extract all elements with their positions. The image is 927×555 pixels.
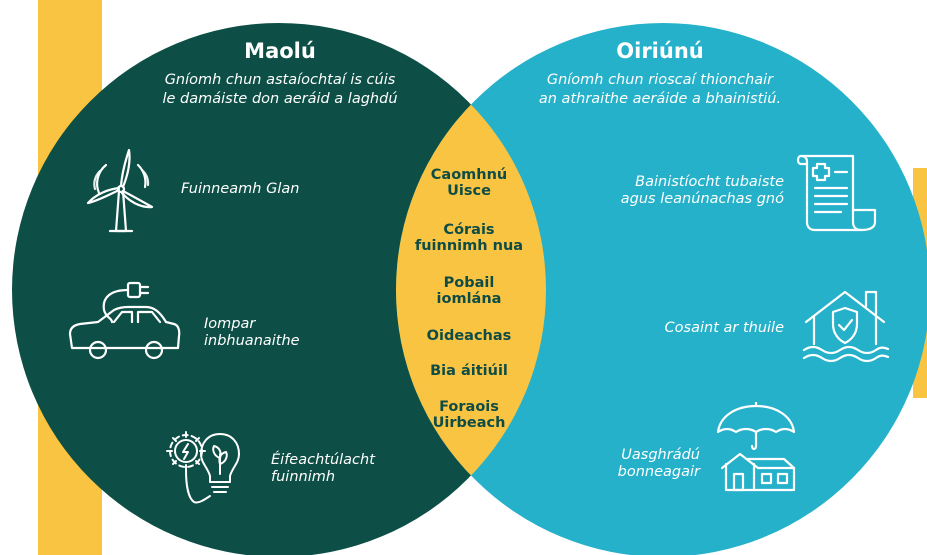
overlap-item-energy-systems: Córais fuinnimh nua [404, 222, 534, 254]
wind-turbine-icon [86, 148, 154, 233]
label-infrastructure-upgrade-line2: bonneagair [617, 463, 700, 480]
label-flood-protection: Cosaint ar thuile [664, 320, 784, 336]
energy-efficiency-icon [166, 431, 240, 504]
overlap-item-water: Caomhnú Uisce [404, 167, 534, 199]
overlap-item-education: Oideachas [426, 328, 512, 344]
document-plan-icon [796, 154, 877, 232]
label-sustainable-transport-line2: inbhuanaithe [204, 332, 300, 349]
overlap-item-urban-forest: Foraois Uirbeach [404, 399, 534, 431]
overlap-item-energy-systems-line1: Córais [443, 222, 495, 238]
label-energy-efficiency-line1: Éifeachtúlacht [271, 452, 375, 468]
label-clean-energy: Fuinneamh Glan [181, 181, 300, 197]
adaptation-title: Oiriúnú [616, 39, 704, 63]
right-circle [396, 23, 927, 555]
label-disaster-management-line1: Bainistíocht tubaiste [635, 174, 784, 190]
mitigation-subtitle-line1: Gníomh chun astaíochtaí is cúis [164, 72, 396, 88]
overlap-item-water-line2: Uisce [447, 183, 491, 200]
adaptation-subtitle: Gníomh chun rioscaí thionchair an athrai… [490, 71, 830, 109]
label-energy-efficiency-line2: fuinnimh [271, 468, 336, 485]
electric-car-icon [68, 281, 181, 360]
infrastructure-umbrella-icon [716, 402, 796, 492]
label-disaster-management-line2: agus leanúnachas gnó [620, 190, 784, 207]
overlap-item-energy-systems-line2: fuinnimh nua [414, 238, 524, 255]
overlap-item-urban-forest-line1: Foraois [439, 399, 499, 415]
overlap-item-communities-line1: Pobail [443, 275, 495, 291]
label-disaster-management: Bainistíocht tubaiste agus leanúnachas g… [560, 174, 784, 207]
label-infrastructure-upgrade: Uasghrádú bonneagair [590, 447, 700, 480]
flood-protection-icon [802, 290, 890, 363]
overlap-item-water-line1: Caomhnú [430, 167, 508, 183]
adaptation-subtitle-line1: Gníomh chun rioscaí thionchair [546, 72, 774, 88]
overlap-item-urban-forest-line2: Uirbeach [432, 415, 506, 432]
overlap-item-communities-line2: iomlána [436, 291, 502, 308]
label-sustainable-transport-line1: Iompar [204, 316, 256, 332]
label-energy-efficiency: Éifeachtúlacht fuinnimh [271, 452, 375, 485]
overlap-item-communities: Pobail iomlána [404, 275, 534, 307]
left-circle [12, 23, 546, 555]
label-infrastructure-upgrade-line1: Uasghrádú [621, 447, 700, 463]
adaptation-subtitle-line2: an athraithe aeráide a bhainistiú. [538, 90, 782, 107]
mitigation-subtitle: Gníomh chun astaíochtaí is cúis le damái… [110, 71, 450, 109]
mitigation-title: Maolú [244, 39, 316, 63]
label-sustainable-transport: Iompar inbhuanaithe [204, 316, 300, 349]
overlap-item-local-food: Bia áitiúil [430, 363, 508, 379]
mitigation-subtitle-line2: le damáiste don aeráid a laghdú [162, 90, 398, 107]
